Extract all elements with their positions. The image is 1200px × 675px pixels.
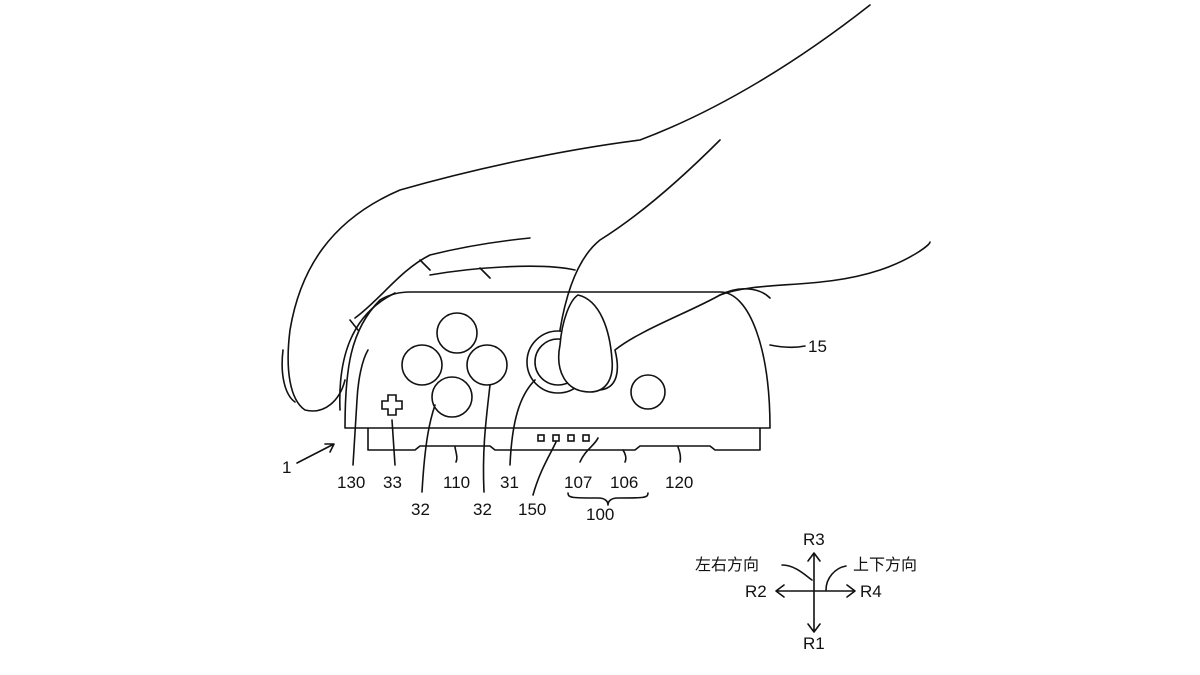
face-button-left [401,344,443,386]
label-horizontal-direction: 左右方向 [695,555,759,574]
label-r1: R1 [803,634,825,653]
label-r4: R4 [860,582,882,601]
face-button-bottom [431,376,473,418]
led-indicator [567,434,575,442]
label-r3: R3 [803,530,825,549]
face-button-top [436,312,478,354]
dpad-icon [381,394,403,416]
label-130: 130 [337,473,365,492]
horizontal-arrow [775,584,856,598]
led-indicator [582,434,590,442]
hand-drawing [281,4,931,412]
direction-legend: R3 R2 R4 R1 左右方向 上下方向 [695,530,917,653]
label-100: 100 [586,505,614,524]
label-r2: R2 [745,582,767,601]
label-106: 106 [610,473,638,492]
label-120: 120 [665,473,693,492]
label-31: 31 [500,473,519,492]
label-vertical-direction: 上下方向 [853,555,917,574]
face-button-right [466,344,508,386]
leader-lines [296,344,806,506]
label-33: 33 [383,473,402,492]
button-small [630,374,666,410]
label-150: 150 [518,500,546,519]
controller-drawing [338,291,771,451]
label-107: 107 [564,473,592,492]
led-indicator [537,434,545,442]
label-15: 15 [808,337,827,356]
label-110: 110 [443,473,470,492]
label-32-b: 32 [473,500,492,519]
label-1: 1 [282,458,291,477]
vertical-arrow [807,552,821,633]
label-32-a: 32 [411,500,430,519]
led-indicator [552,434,560,442]
